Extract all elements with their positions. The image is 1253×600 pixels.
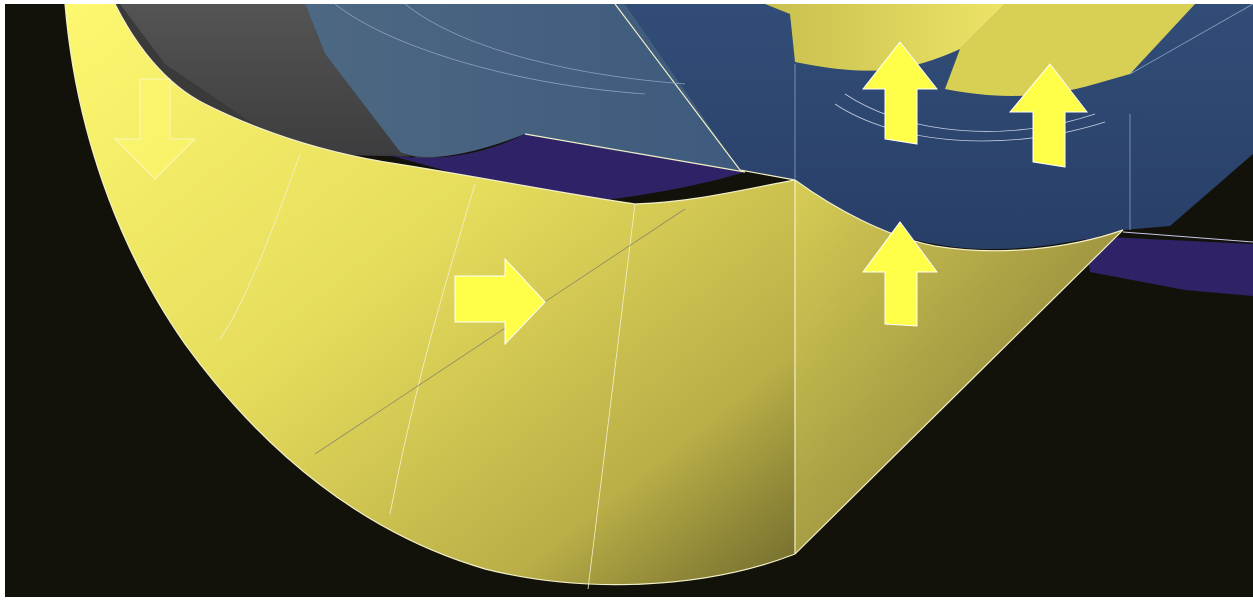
arrow-up-icon bbox=[862, 221, 938, 327]
arrow-down-icon bbox=[113, 78, 197, 180]
purple-strip-right-edge bbox=[1122, 231, 1253, 243]
edge-lines bbox=[64, 4, 1253, 590]
yellow-duct-top-2 bbox=[945, 4, 1195, 96]
arrow-right-icon bbox=[454, 257, 546, 346]
yellow-surface-right bbox=[795, 180, 1123, 554]
yellow-surface-main bbox=[65, 4, 795, 585]
arrow-up-icon bbox=[1008, 63, 1089, 168]
purple-strip-right bbox=[1085, 236, 1253, 296]
yellow-duct-top-1 bbox=[765, 4, 1005, 71]
purple-strip-center bbox=[385, 134, 745, 200]
cad-3d-render bbox=[5, 4, 1253, 597]
arrow-up-icon bbox=[861, 41, 939, 145]
